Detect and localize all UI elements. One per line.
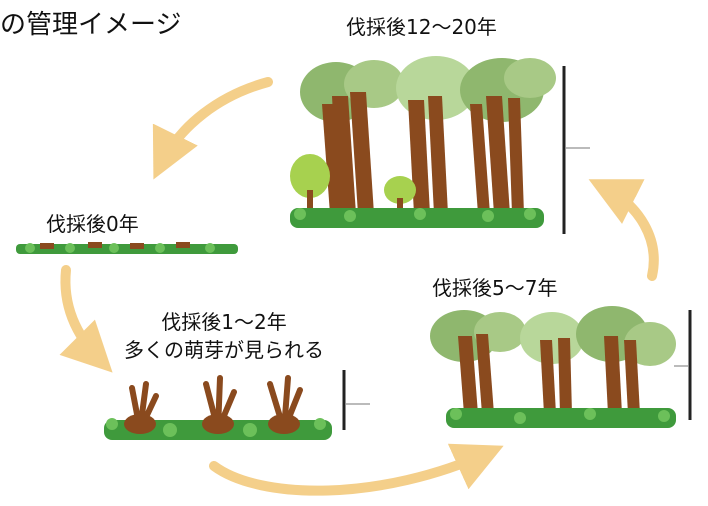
stage-label-1-2-years: 伐採後1～2年 多くの萌芽が見られる <box>100 308 348 364</box>
stage-5-7-trees <box>430 306 692 428</box>
stage-12-20-trees <box>290 56 590 234</box>
stage-label-5-7-years: 伐採後5～7年 <box>432 276 558 300</box>
arrow-5-7-to-12-20 <box>588 179 659 281</box>
stage-label-12-20-years: 伐採後12～20年 <box>346 15 497 39</box>
mid-trunks <box>458 334 640 414</box>
stage-label-1-2-note: 多くの萌芽が見られる <box>124 338 324 362</box>
page-title: の管理イメージ <box>0 10 182 40</box>
arrow-1-2-to-5-7 <box>209 443 504 496</box>
stage-1-2-sprouts <box>104 370 370 440</box>
stage-label-1-2-title: 伐採後1～2年 <box>161 310 287 334</box>
ground-5-7 <box>446 408 676 428</box>
young-trees <box>290 154 416 214</box>
arrow-12-20-to-0 <box>152 77 273 180</box>
stage-0-ground <box>16 242 238 254</box>
arrow-0-to-1-2 <box>59 265 113 373</box>
stage-label-0-years: 伐採後0年 <box>46 212 139 236</box>
cycle-arrows <box>59 77 659 496</box>
tall-trunks <box>322 92 524 214</box>
